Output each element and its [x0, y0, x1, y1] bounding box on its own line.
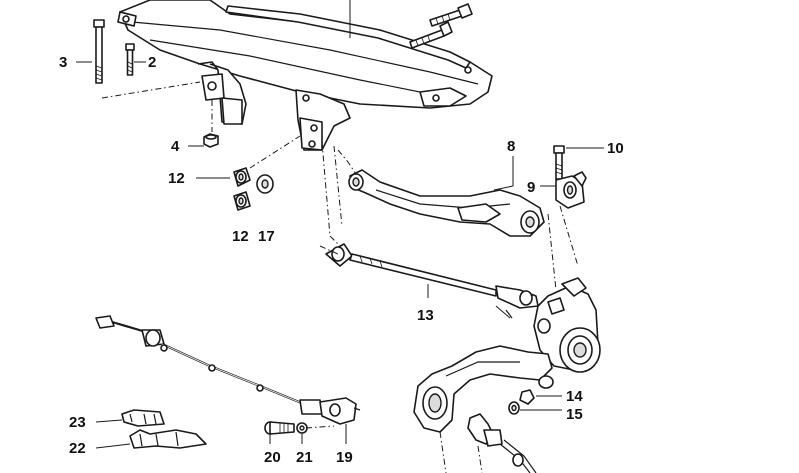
carrier-bolts — [409, 3, 473, 74]
long-bolt — [93, 19, 105, 84]
nut — [203, 133, 219, 148]
axle-carrier — [117, 0, 493, 151]
sensor-bolt — [264, 421, 308, 435]
callout-10: 10 — [607, 140, 624, 157]
callout-13: 13 — [417, 307, 434, 324]
callout-12-upper: 12 — [168, 170, 185, 187]
drop-link — [467, 413, 537, 473]
callout-22: 22 — [69, 440, 86, 457]
sensor-cable — [95, 315, 361, 425]
lower-arm — [413, 345, 554, 433]
callout-3: 3 — [59, 54, 68, 71]
callout-23: 23 — [69, 414, 86, 431]
short-bolt — [125, 43, 135, 76]
control-arm — [348, 169, 545, 237]
wheel-carrier — [533, 277, 601, 373]
nut-washer — [508, 389, 535, 415]
callout-20: 20 — [264, 449, 281, 466]
cable-clips — [121, 409, 207, 449]
callout-14: 14 — [566, 388, 583, 405]
callout-12-lower: 12 — [232, 228, 249, 245]
callout-9: 9 — [527, 179, 536, 196]
callout-4: 4 — [171, 138, 180, 155]
tie-rod — [319, 243, 539, 309]
callout-19: 19 — [336, 449, 353, 466]
callout-15: 15 — [566, 406, 583, 423]
callout-2: 2 — [148, 54, 157, 71]
bushings — [233, 167, 274, 211]
callout-8: 8 — [507, 138, 516, 155]
callout-17: 17 — [258, 228, 275, 245]
callout-21: 21 — [296, 449, 313, 466]
leader-lines — [76, 0, 604, 449]
bolt-bracket — [553, 145, 587, 209]
